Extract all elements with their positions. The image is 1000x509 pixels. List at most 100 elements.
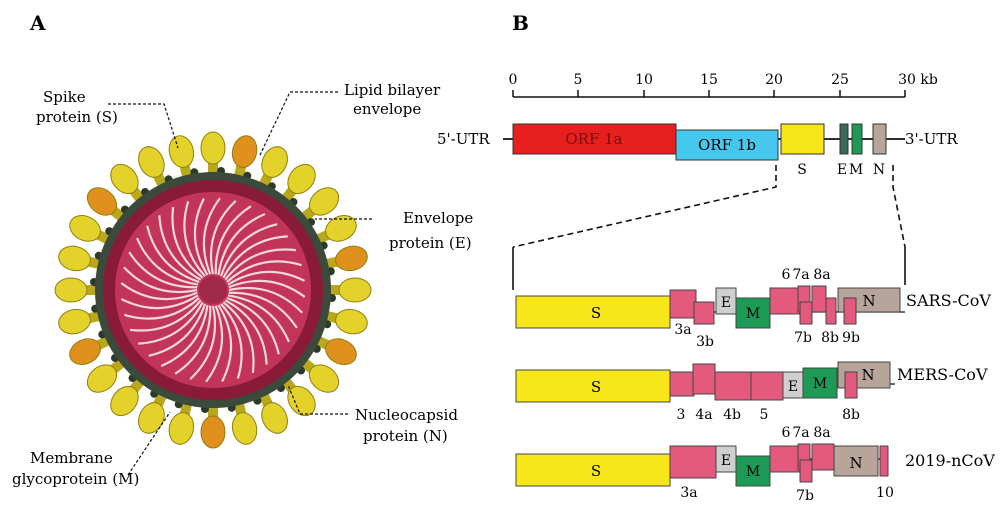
scale-tick-25: 25 bbox=[831, 72, 849, 88]
mers-8b-box bbox=[844, 371, 858, 399]
nucleocapsid-strand bbox=[124, 297, 200, 320]
mers-bottom-label-5: 5 bbox=[760, 407, 769, 423]
sars-6-box bbox=[769, 287, 801, 315]
mers-bottom-label-8b: 8b bbox=[842, 407, 860, 423]
membrane-callout-line1: Membrane bbox=[30, 449, 113, 467]
nucleocapsid-strand bbox=[224, 248, 297, 281]
nucleocapsid-strand bbox=[174, 305, 212, 375]
ncov-top-label-8a: 8a bbox=[813, 425, 830, 441]
ncov-bottom-label-3a: 3a bbox=[680, 485, 697, 501]
utr5-label: 5'-UTR bbox=[437, 130, 490, 148]
nucleocapsid-strand bbox=[219, 223, 278, 277]
sars-m-label: M bbox=[746, 306, 760, 322]
genome-n-box bbox=[872, 123, 887, 155]
mers-4a-box bbox=[692, 363, 716, 395]
nucleocapsid-strand bbox=[226, 260, 302, 283]
mers-cov-name: MERS-CoV bbox=[897, 365, 988, 384]
sars-3a-box bbox=[669, 289, 697, 319]
mers-e-label: E bbox=[788, 379, 798, 395]
ncov-top-label-6: 6 bbox=[782, 425, 791, 441]
ncov-s-box bbox=[515, 453, 671, 487]
sars-top-label-7a: 7a bbox=[792, 267, 809, 283]
genome-m-box bbox=[851, 123, 863, 155]
nucleocapsid-strand bbox=[120, 294, 199, 310]
nucleocapsid-strand bbox=[128, 251, 198, 289]
genome-s-box bbox=[780, 123, 825, 155]
sars-bottom-label-7b: 7b bbox=[794, 330, 812, 346]
virion-illustration bbox=[54, 131, 372, 449]
nucleocapsid-callout-line1: Nucleocapsid bbox=[355, 406, 458, 424]
nucleocapsid-strand bbox=[183, 201, 206, 277]
sars-cov-row: S E M N 6 7a 8a 3a 3b 7b 8b 9b SARS-CoV bbox=[515, 267, 991, 350]
envelope-callout-line2: protein (E) bbox=[389, 234, 472, 252]
nucleocapsid-strand bbox=[171, 206, 204, 279]
nucleocapsid-strand bbox=[227, 294, 290, 343]
lipid-callout-line2: envelope bbox=[353, 100, 421, 118]
mers-n-label: N bbox=[861, 366, 874, 384]
nucleocapsid-strand bbox=[228, 279, 306, 298]
sars-cov-name: SARS-CoV bbox=[906, 291, 991, 310]
nucleocapsid-strand bbox=[120, 282, 198, 301]
mers-m-box bbox=[802, 367, 838, 399]
nucleocapsid-ribbons bbox=[120, 197, 306, 383]
nucleocapsid-strand bbox=[214, 205, 252, 275]
panel-b-label: B bbox=[512, 11, 529, 35]
spike-protein bbox=[58, 245, 107, 272]
nucleocapsid-strand bbox=[222, 235, 288, 279]
genome-m-label: M bbox=[849, 162, 863, 178]
nucleocapsid-strand bbox=[160, 304, 209, 367]
spike-callout-line2: protein (S) bbox=[36, 108, 118, 126]
lipid-callout-line1: Lipid bilayer bbox=[344, 81, 441, 99]
nucleocapsid-strand bbox=[222, 301, 255, 374]
sars-s-box bbox=[515, 295, 671, 329]
spike-protein bbox=[110, 163, 150, 208]
genome-s-label: S bbox=[797, 162, 807, 178]
sars-bottom-label-8b: 8b bbox=[821, 330, 839, 346]
scale-tick-15: 15 bbox=[700, 72, 718, 88]
genome-e-box bbox=[839, 123, 849, 155]
zoom-lines bbox=[512, 165, 906, 290]
ncov-n-box bbox=[833, 445, 879, 477]
sars-n-label: N bbox=[862, 292, 875, 310]
ncov-e-label: E bbox=[721, 453, 731, 469]
virion-center bbox=[199, 276, 227, 304]
sars-top-label-8a: 8a bbox=[813, 267, 830, 283]
ncov-3a-box bbox=[669, 445, 717, 479]
orf1a-label: ORF 1a bbox=[565, 130, 622, 148]
genome-e-label: E bbox=[837, 162, 847, 178]
nucleocapsid-strand bbox=[209, 200, 237, 275]
nucleocapsid-strand bbox=[205, 305, 224, 383]
ncov-bottom-label-10: 10 bbox=[876, 485, 894, 501]
envelope-callout-line1: Envelope bbox=[403, 209, 473, 227]
mers-s-label: S bbox=[591, 378, 601, 396]
ncov-s-label: S bbox=[591, 462, 601, 480]
callout-lines bbox=[108, 91, 372, 476]
nucleocapsid-strand bbox=[146, 225, 200, 284]
nucleocapsid-strand bbox=[228, 291, 298, 329]
utr3-label: 3'-UTR bbox=[905, 130, 958, 148]
nucleocapsid-strand bbox=[226, 296, 280, 355]
ncov-2019-row: S E M N 6 7a 8a 3a 7b 10 2019-nCoV bbox=[515, 425, 995, 504]
sars-bottom-label-9b: 9b bbox=[842, 330, 860, 346]
nucleocapsid-strand bbox=[148, 303, 207, 357]
nucleocapsid-strand bbox=[158, 215, 202, 281]
nucleocapsid-strand bbox=[129, 299, 202, 332]
nucleocapsid-strand bbox=[224, 299, 268, 365]
ncov-m-label: M bbox=[746, 464, 760, 480]
sars-e-label: E bbox=[721, 295, 731, 311]
mers-m-label: M bbox=[813, 376, 827, 392]
mers-bottom-label-3: 3 bbox=[677, 407, 686, 423]
spike-callout-line1: Spike bbox=[43, 88, 86, 106]
nucleocapsid-strand bbox=[202, 197, 221, 275]
kb-scale-bar: 0 5 10 15 20 25 30 kb bbox=[509, 72, 938, 98]
spike-protein bbox=[54, 277, 103, 303]
genome-map: 5'-UTR 3'-UTR ORF 1a ORF 1b S E M N bbox=[437, 123, 958, 178]
scale-tick-10: 10 bbox=[635, 72, 653, 88]
scale-tick-0: 0 bbox=[509, 72, 518, 88]
orf1b-box bbox=[675, 129, 779, 161]
sars-top-label-6: 6 bbox=[782, 267, 791, 283]
ncov-2019-name: 2019-nCoV bbox=[905, 451, 995, 470]
nucleocapsid-strand bbox=[189, 305, 217, 380]
sars-bottom-label-3b: 3b bbox=[696, 334, 714, 350]
